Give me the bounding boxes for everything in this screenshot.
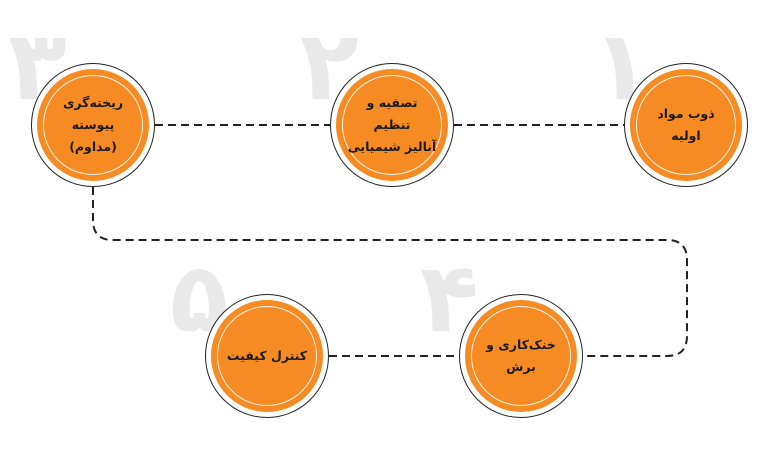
step-1-melting: ذوب مواد اولیه (624, 63, 748, 187)
step-4-label: خنک‌کاری و برش (486, 337, 556, 374)
step-4-cooling-cutting: خنک‌کاری و برش (459, 294, 583, 418)
step-1-label: ذوب مواد اولیه (657, 106, 715, 143)
connector-3-4 (92, 187, 688, 357)
step-5-label: کنترل کیفیت (226, 348, 308, 363)
step-5-quality-control: کنترل کیفیت (205, 294, 329, 418)
